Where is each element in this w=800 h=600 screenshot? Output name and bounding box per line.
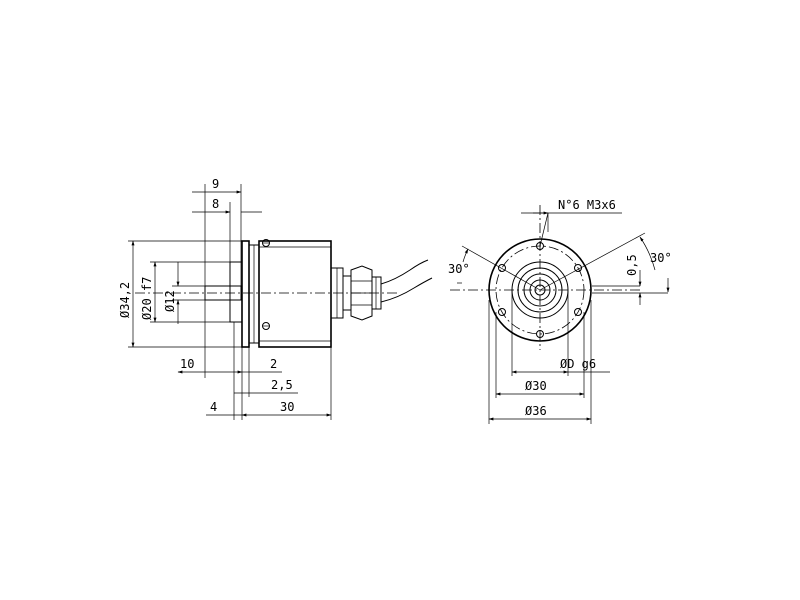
dim-dia-30: Ø30 [525, 379, 547, 393]
dim-30: 30 [280, 400, 294, 414]
side-view: 9 8 Ø34,2 Ø20 f7 Ø12 10 2 [118, 177, 433, 420]
dim-10: 10 [180, 357, 194, 371]
dim-dia-36: Ø36 [525, 404, 547, 418]
angle-left: 30° [448, 262, 470, 276]
dim-dia-34-2: Ø34,2 [118, 282, 132, 318]
dim-8: 8 [212, 197, 219, 211]
dim-2-5: 2,5 [271, 378, 293, 392]
dim-0-5: 0,5 [625, 254, 639, 276]
flange [241, 240, 250, 348]
dim-9: 9 [212, 177, 219, 191]
screw-head [262, 322, 270, 330]
angle-right: 30° [650, 251, 672, 265]
dim-4: 4 [210, 400, 217, 414]
screw-head [262, 239, 270, 247]
front-view: N°6 M3x6 30° 30° 0,5 ØD g6 Ø30 Ø36 [448, 198, 672, 424]
dim-dia-D-g6: ØD g6 [560, 357, 596, 371]
dim-dia-20-f7: Ø20 f7 [140, 277, 154, 320]
dim-dia-12: Ø12 [163, 290, 177, 312]
encoder-body [258, 240, 332, 348]
thread-spec: N°6 M3x6 [558, 198, 616, 212]
pilot-collar [229, 261, 243, 323]
cable [380, 259, 433, 303]
dim-2: 2 [270, 357, 277, 371]
